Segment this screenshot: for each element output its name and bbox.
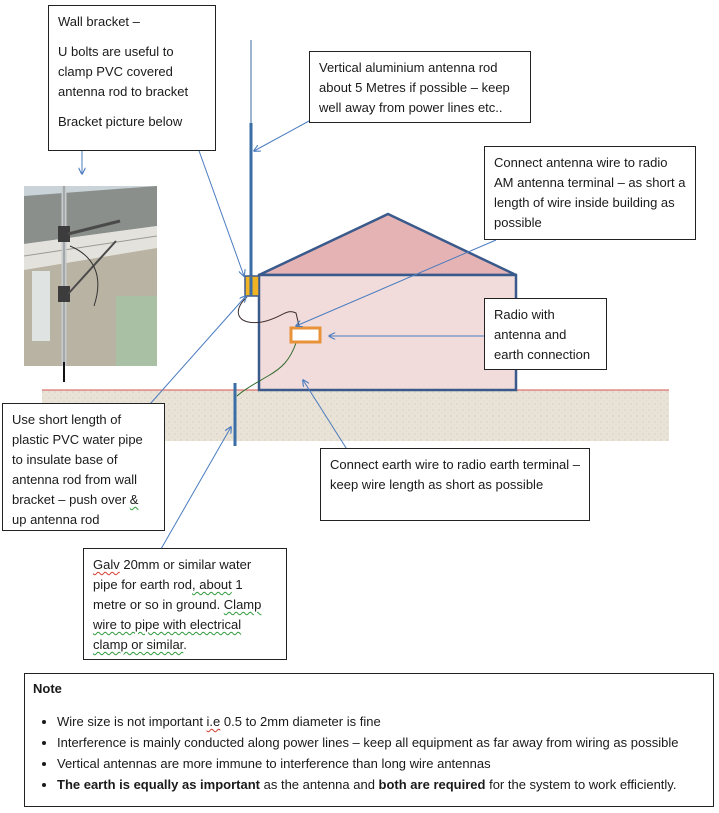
- antenna-wire-callout: Connect antenna wire to radio AM antenna…: [484, 146, 696, 240]
- bracket-photo-post: [63, 362, 65, 382]
- wall-bracket-title: Wall bracket –: [58, 12, 206, 32]
- earth-rod-text-c: .: [183, 637, 187, 652]
- pvc-pipe-text-a: Use short length of plastic PVC water pi…: [12, 412, 143, 507]
- note-bullet-text: The earth is equally as important: [57, 777, 260, 792]
- arrow-earth-rod: [161, 427, 231, 549]
- antenna-wire-text: Connect antenna wire to radio AM antenna…: [494, 153, 686, 233]
- wall-bracket-picture-note: Bracket picture below: [58, 112, 206, 132]
- note-bullet-text: Wire size is not important: [57, 714, 207, 729]
- antenna-rod-callout: Vertical aluminium antenna rod about 5 M…: [309, 51, 531, 123]
- house-roof: [259, 214, 516, 275]
- note-bullet-text: both are required: [379, 777, 486, 792]
- arrow-pvc-pipe: [150, 296, 246, 404]
- earth-wire-callout: Connect earth wire to radio earth termin…: [320, 448, 590, 521]
- radio-text: Radio with antenna and earth connection: [494, 305, 597, 365]
- note-bullet-text: Vertical antennas are more immune to int…: [57, 756, 491, 771]
- pvc-pipe-text-b: up antenna rod: [12, 512, 99, 527]
- wall-bracket-callout: Wall bracket – U bolts are useful to cla…: [48, 5, 216, 151]
- note-title: Note: [33, 681, 704, 696]
- earth-rod-text: Galv 20mm or similar water pipe for eart…: [93, 555, 277, 655]
- pvc-pipe-callout: Use short length of plastic PVC water pi…: [2, 403, 165, 531]
- radio: [291, 328, 320, 342]
- earth-wire-text: Connect earth wire to radio earth termin…: [330, 455, 580, 495]
- bracket-photo: [24, 186, 157, 366]
- note-bullet: Wire size is not important i.e 0.5 to 2m…: [57, 711, 704, 732]
- radio-callout: Radio with antenna and earth connection: [484, 298, 607, 370]
- note-box: Note Wire size is not important i.e 0.5 …: [24, 673, 714, 807]
- note-bullet-text: i.e: [207, 714, 221, 729]
- note-bullet-text: 0.5 to 2mm diameter is fine: [220, 714, 380, 729]
- note-bullet-text: as the antenna and: [260, 777, 379, 792]
- note-bullet: The earth is equally as important as the…: [57, 774, 704, 795]
- note-bullet: Vertical antennas are more immune to int…: [57, 753, 704, 774]
- note-list: Wire size is not important i.e 0.5 to 2m…: [33, 711, 704, 795]
- earth-rod-about: , about: [192, 577, 232, 592]
- note-bullet: Interference is mainly conducted along p…: [57, 732, 704, 753]
- wall-bracket-text: U bolts are useful to clamp PVC covered …: [58, 42, 206, 102]
- pvc-pipe-text: Use short length of plastic PVC water pi…: [12, 410, 155, 530]
- note-bullet-text: for the system to work efficiently.: [485, 777, 676, 792]
- antenna-rod-text: Vertical aluminium antenna rod about 5 M…: [319, 58, 521, 118]
- pvc-pipe-ampersand: &: [130, 492, 139, 507]
- earth-rod-galv: Galv: [93, 557, 120, 572]
- arrow-antenna-rod: [254, 121, 309, 151]
- note-bullet-text: Interference is mainly conducted along p…: [57, 735, 678, 750]
- earth-rod-callout: Galv 20mm or similar water pipe for eart…: [83, 548, 287, 660]
- arrow-wall-bracket: [198, 148, 244, 276]
